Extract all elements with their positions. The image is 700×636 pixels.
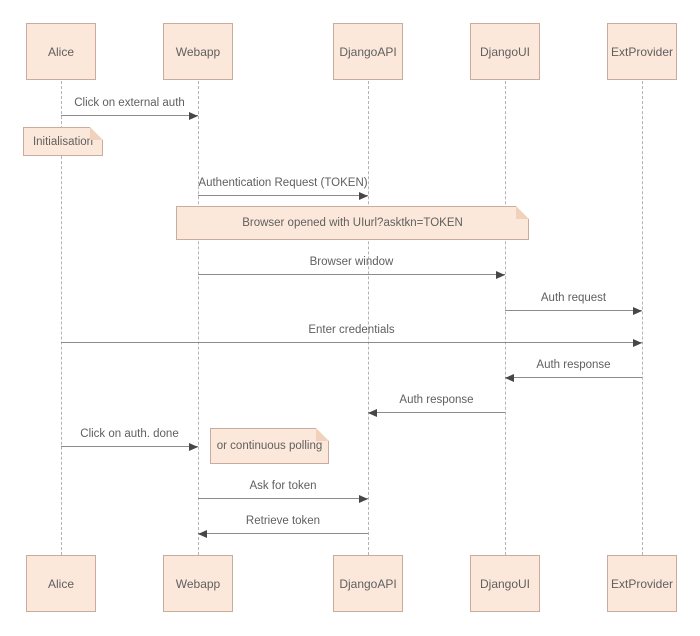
actor-webapp-bottom[interactable]: Webapp bbox=[163, 555, 233, 612]
actor-label: DjangoAPI bbox=[339, 576, 397, 591]
lifeline-alice bbox=[61, 81, 62, 555]
message-click-on-auth-done[interactable]: Click on auth. done bbox=[61, 427, 198, 451]
actor-label: Webapp bbox=[175, 44, 221, 59]
note-label: Browser opened with UIurl?asktkn=TOKEN bbox=[242, 217, 463, 229]
lifeline-djangoapi bbox=[368, 81, 369, 555]
actor-extprovider-bottom[interactable]: ExtProvider bbox=[607, 555, 677, 612]
actor-extprovider-top[interactable]: ExtProvider bbox=[607, 23, 677, 80]
message-label: Auth request bbox=[540, 292, 607, 304]
message-enter-credentials[interactable]: Enter credentials bbox=[61, 323, 642, 347]
message-label: Authentication Request (TOKEN) bbox=[198, 177, 368, 189]
arrow-left-icon bbox=[198, 530, 368, 538]
message-auth-response-extprovider[interactable]: Auth response bbox=[505, 358, 642, 382]
message-label: Click on external auth bbox=[74, 97, 185, 109]
message-label: Click on auth. done bbox=[80, 428, 179, 440]
actor-label: DjangoUI bbox=[479, 576, 531, 591]
note-label: or continuous polling bbox=[216, 440, 323, 452]
actor-djangoui-top[interactable]: DjangoUI bbox=[470, 23, 540, 80]
actor-label: Alice bbox=[47, 576, 74, 591]
message-label: Enter credentials bbox=[308, 324, 395, 336]
actor-djangoapi-bottom[interactable]: DjangoAPI bbox=[333, 555, 403, 612]
actor-alice-top[interactable]: Alice bbox=[26, 23, 96, 80]
arrow-right-icon bbox=[198, 271, 505, 279]
message-label: Retrieve token bbox=[245, 515, 321, 527]
lifeline-webapp bbox=[198, 81, 199, 555]
message-click-on-external-auth[interactable]: Click on external auth bbox=[61, 96, 198, 120]
arrow-right-icon bbox=[61, 443, 198, 451]
note-browser-opened[interactable]: Browser opened with UIurl?asktkn=TOKEN bbox=[176, 206, 529, 240]
actor-label: Webapp bbox=[175, 576, 221, 591]
actor-label: ExtProvider bbox=[610, 44, 674, 59]
arrow-right-icon bbox=[61, 339, 642, 347]
arrow-right-icon bbox=[198, 192, 368, 200]
actor-label: Alice bbox=[47, 44, 74, 59]
message-ask-for-token[interactable]: Ask for token bbox=[198, 479, 368, 503]
message-retrieve-token[interactable]: Retrieve token bbox=[198, 514, 368, 538]
lifeline-djangoui bbox=[505, 81, 506, 555]
message-label: Auth response bbox=[536, 359, 611, 371]
message-label: Ask for token bbox=[249, 480, 317, 492]
actor-label: ExtProvider bbox=[610, 576, 674, 591]
arrow-right-icon bbox=[505, 307, 642, 315]
actor-webapp-top[interactable]: Webapp bbox=[163, 23, 233, 80]
note-label: Initialisation bbox=[32, 135, 94, 148]
actor-djangoui-bottom[interactable]: DjangoUI bbox=[470, 555, 540, 612]
actor-djangoapi-top[interactable]: DjangoAPI bbox=[333, 23, 403, 80]
message-label: Browser window bbox=[309, 256, 394, 268]
note-continuous-polling[interactable]: or continuous polling bbox=[210, 428, 329, 464]
message-browser-window[interactable]: Browser window bbox=[198, 255, 505, 279]
message-label: Auth response bbox=[399, 394, 474, 406]
actor-alice-bottom[interactable]: Alice bbox=[26, 555, 96, 612]
actor-label: DjangoAPI bbox=[339, 44, 397, 59]
message-auth-request[interactable]: Auth request bbox=[505, 291, 642, 315]
actor-label: DjangoUI bbox=[479, 44, 531, 59]
arrow-left-icon bbox=[368, 409, 505, 417]
lifeline-extprovider bbox=[642, 81, 643, 555]
message-authentication-request[interactable]: Authentication Request (TOKEN) bbox=[198, 176, 368, 200]
arrow-right-icon bbox=[198, 495, 368, 503]
message-auth-response-djangoui[interactable]: Auth response bbox=[368, 393, 505, 417]
arrow-left-icon bbox=[505, 374, 642, 382]
note-initialisation[interactable]: Initialisation bbox=[23, 127, 103, 156]
arrow-right-icon bbox=[61, 112, 198, 120]
